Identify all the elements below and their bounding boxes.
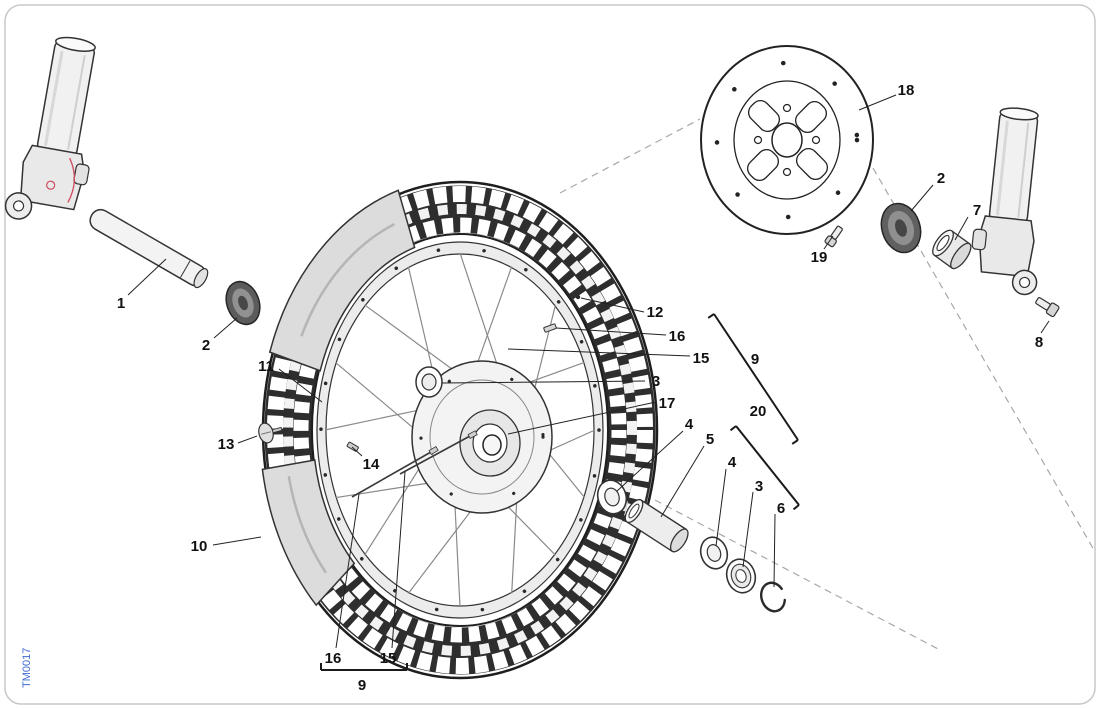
rim-lock: [258, 422, 283, 444]
washer-rear: [699, 536, 729, 570]
callout-tire-segment: 10: [191, 538, 208, 555]
callout-leader-lines: [127, 94, 1050, 649]
disc-bolt: [824, 225, 843, 248]
brake-disc: [700, 45, 874, 235]
callout-circlip: 6: [777, 500, 785, 517]
callout-rim-band: 11: [258, 358, 274, 375]
fork-pinch-bolt: [1035, 296, 1060, 318]
dust-seal-right: [880, 202, 922, 254]
spoke-nipple-glyph: [543, 323, 557, 333]
fork-accent-ring: [46, 180, 56, 190]
callout-spoke-set-bottom: 9: [358, 677, 366, 694]
callout-spoke-right: 15: [693, 350, 710, 367]
hub-bearing: [415, 366, 443, 398]
callout-spacer: 5: [706, 431, 714, 448]
callout-washer-front: 4: [685, 416, 694, 433]
hub-bolt-holes: [419, 369, 545, 505]
axle-part: [89, 208, 209, 289]
tire-segment-lower: [261, 459, 356, 607]
callout-dust-seal-right: 2: [937, 170, 945, 187]
callout-rim-nut: 14: [363, 456, 380, 473]
callout-hub-bearing: 3: [652, 373, 660, 390]
hub-bore: [482, 434, 502, 456]
group-bracket-spokes-right: [707, 313, 799, 445]
callout-spoke-set-right: 9: [751, 351, 759, 368]
wheel-bearing: [725, 558, 757, 594]
tire-segment-upper: [268, 189, 416, 372]
callout-spoke-bottom: 15: [380, 650, 397, 667]
group-bracket-axle-kit: [729, 425, 800, 511]
callout-brake-disc: 18: [898, 82, 915, 99]
wheel-hub: [411, 360, 553, 514]
front-fork-left: [4, 36, 96, 220]
dust-seal-left: [225, 280, 261, 326]
callout-dust-seal-left: 2: [202, 337, 210, 354]
axle-bushing: [932, 229, 972, 270]
fork-lower-casting: [19, 144, 86, 211]
callout-labels: 1 2 11 13 10 14 12 16 15 3 17 9 20 4 5 4…: [117, 82, 1043, 694]
rim-nipple-dot: [575, 294, 581, 300]
callout-spoke-nipple-bottom: 16: [325, 650, 342, 667]
loose-spokes: [351, 430, 478, 498]
group-bracket-spokes-bottom: [320, 663, 408, 671]
callout-fork-bolt: 8: [1035, 334, 1043, 351]
drawing-code-watermark: TM0017: [21, 648, 33, 688]
fork-accent-line: [67, 157, 76, 203]
callout-hub: 17: [659, 395, 676, 412]
callout-disc-bolt: 19: [811, 249, 828, 266]
rim-nut: [346, 441, 359, 452]
front-fork-right: [971, 107, 1039, 296]
disc-hole-ring: [714, 60, 860, 220]
spoke-nipple-ring: [319, 246, 601, 614]
callout-spoke-nipple-right: 16: [669, 328, 686, 345]
callout-bushing: 7: [973, 202, 981, 219]
callout-spoke-nipple-top: 12: [647, 304, 664, 321]
callout-washer-rear: 4: [728, 454, 737, 471]
callout-axle: 1: [117, 295, 125, 312]
callout-bearing-rear: 3: [755, 478, 763, 495]
disc-center-hole: [771, 122, 803, 158]
fork-tube-top: [999, 107, 1039, 121]
callout-axle-kit: 20: [750, 403, 767, 420]
circlip: [759, 581, 787, 613]
axle-spacer: [624, 498, 689, 553]
fork-tube-top: [55, 36, 96, 52]
callout-rim-lock: 13: [218, 436, 235, 453]
